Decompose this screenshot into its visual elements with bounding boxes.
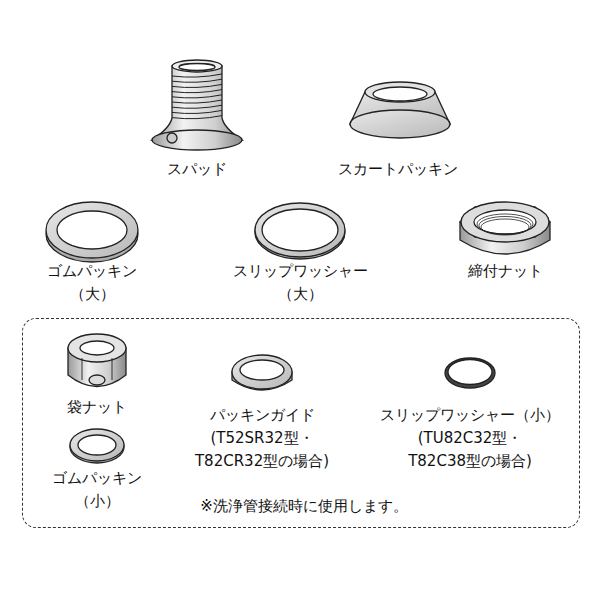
slip-washer-large [255,203,345,259]
part-name: スリップワッシャー（小） (TU82C32型・ T82C38型の場合) [379,404,562,473]
cap-nut [68,334,126,387]
packing-guide [232,355,292,390]
spud [152,60,242,150]
part-name: ゴムパッキン （小） [51,467,144,513]
part-name: ゴムパッキン （大） [46,260,139,306]
part-name: スカートパッキン [337,158,460,181]
part-name: パッキンガイド (T52SR32型・ T82CR32型の場合) [193,404,331,473]
note-text: ※洗浄管接続時に使用します。 [200,497,408,516]
part-name: 袋ナット [66,396,129,419]
slip-washer-small [445,358,495,388]
rubber-packing-small [70,429,124,463]
part-name: 締付ナット [466,260,544,283]
skirt-packing [350,82,450,138]
part-name: スパッド [166,158,229,181]
tightening-nut [460,202,550,254]
rubber-packing-large [46,202,138,262]
part-name: スリップワッシャー （大） [231,260,369,306]
